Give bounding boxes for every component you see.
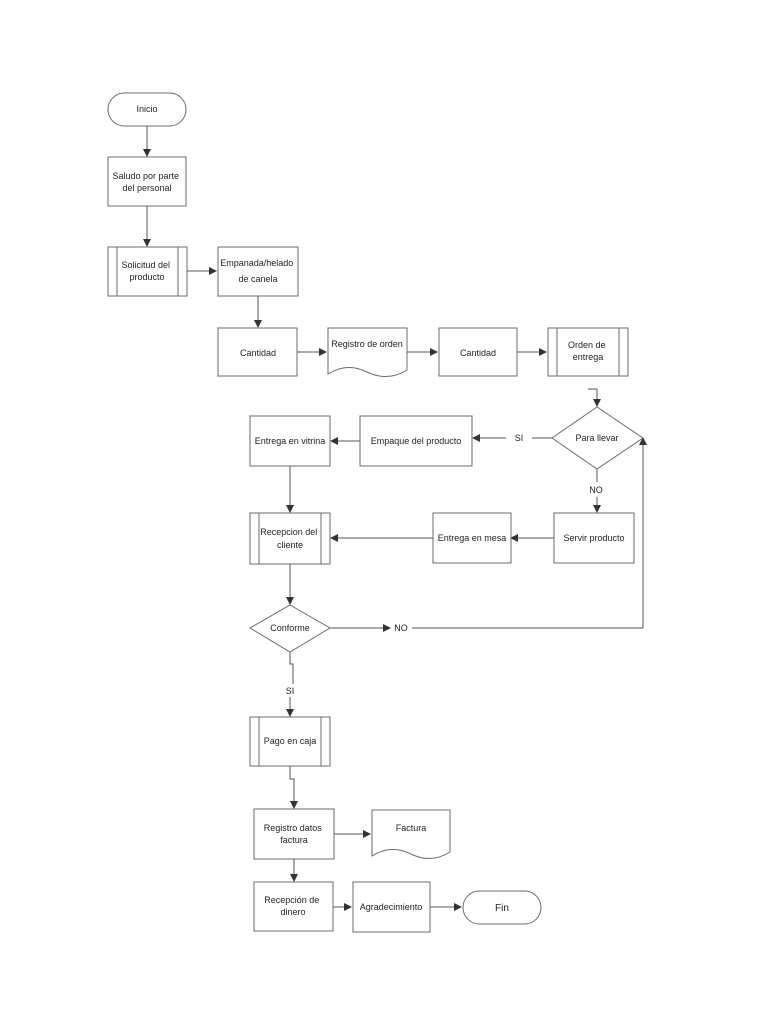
svg-text:Saludo por parte del per: Saludo por parte del personal: [112, 171, 181, 193]
node-empaque-label: Empaque del producto: [371, 436, 462, 446]
node-servir: Servir producto: [553, 512, 635, 564]
edge-label-si-conforme: SI: [286, 686, 295, 696]
node-saludo-label-1: Saludo por parte: [112, 171, 179, 181]
node-solicitud-label-2: producto: [129, 272, 164, 282]
edge-label-no-llevar: NO: [589, 485, 603, 495]
node-conforme: Conforme: [249, 604, 331, 653]
node-para-llevar-label: Para llevar: [575, 433, 618, 443]
node-recepcion-cliente-label-2: cliente: [277, 540, 303, 550]
node-empanada: Empanada/helado de canela: [217, 246, 299, 297]
node-cantidad-2: Cantidad: [438, 327, 518, 377]
node-recepcion-cliente-label-1: Recepcion del: [260, 527, 317, 537]
node-orden-entrega-label-1: Orden de: [568, 340, 606, 350]
node-empaque: Empaque del producto: [359, 415, 473, 467]
edge-no-return: [412, 437, 647, 629]
node-inicio: Inicio: [107, 92, 187, 127]
edge-labels: SI NO NO SI: [286, 433, 603, 696]
node-registro-orden-label: Registro de orden: [331, 339, 403, 349]
node-orden-entrega-label-2: entrega: [573, 352, 604, 362]
node-cantidad-1-label: Cantidad: [240, 348, 276, 358]
node-entrega-vitrina-label: Entrega en vitrina: [255, 436, 326, 446]
node-factura: Factura: [371, 809, 451, 859]
svg-text:Registro datos factura: Registro datos factura: [264, 823, 325, 845]
node-agradecimiento-label: Agradecimiento: [360, 902, 423, 912]
svg-text:Recepcion del cliente: Recepcion del cliente: [260, 527, 320, 550]
node-pago: Pago en caja: [249, 716, 331, 767]
node-inicio-label: Inicio: [136, 104, 157, 114]
edge-orden-parallevar: [588, 388, 601, 407]
edge-conforme-si: [289, 652, 294, 684]
node-fin: Fin: [462, 890, 542, 925]
node-entrega-mesa: Entrega en mesa: [432, 512, 512, 564]
node-cantidad-2-label: Cantidad: [460, 348, 496, 358]
node-saludo: Saludo por parte del personal: [107, 156, 187, 207]
node-registro-datos-label-1: Registro datos: [264, 823, 323, 833]
node-cantidad-1: Cantidad: [217, 327, 298, 377]
node-entrega-mesa-label: Entrega en mesa: [438, 533, 507, 543]
node-saludo-label-2: del personal: [122, 183, 171, 193]
edge-pago-registro: [289, 766, 298, 809]
connectors: [143, 126, 647, 911]
node-orden-entrega: Orden de entrega: [547, 327, 629, 377]
node-registro-datos: Registro datos factura: [253, 808, 335, 860]
node-servir-label: Servir producto: [563, 533, 624, 543]
node-recepcion-dinero-label-2: dinero: [280, 907, 305, 917]
svg-text:Recepción de dinero: Recepción de dinero: [264, 895, 322, 917]
node-para-llevar: Para llevar: [551, 406, 644, 470]
node-empanada-label-1: Empanada/helado: [220, 258, 293, 268]
node-recepcion-dinero-label-1: Recepción de: [264, 895, 319, 905]
node-agradecimiento: Agradecimiento: [352, 881, 431, 933]
svg-text:Empanada/helado de canel: Empanada/helado de canela: [220, 258, 296, 284]
node-pago-label: Pago en caja: [264, 736, 317, 746]
node-entrega-vitrina: Entrega en vitrina: [249, 415, 331, 467]
node-recepcion-dinero: Recepción de dinero: [253, 881, 334, 932]
node-recepcion-cliente: Recepcion del cliente: [249, 512, 331, 565]
svg-text:Solicitud del producto: Solicitud del producto: [121, 260, 172, 282]
node-solicitud-label-1: Solicitud del: [121, 260, 170, 270]
svg-text:Orden de entrega: Orden de entrega: [568, 340, 608, 362]
edge-label-si-llevar: SI: [515, 433, 524, 443]
node-registro-orden: Registro de orden: [327, 327, 408, 377]
node-empanada-label-2: de canela: [238, 274, 277, 284]
node-registro-datos-label-2: factura: [280, 835, 308, 845]
node-solicitud: Solicitud del producto: [107, 246, 188, 297]
node-fin-label: Fin: [495, 903, 509, 914]
node-factura-label: Factura: [396, 823, 427, 833]
edge-label-no-conforme: NO: [394, 623, 408, 633]
node-conforme-label: Conforme: [270, 623, 310, 633]
